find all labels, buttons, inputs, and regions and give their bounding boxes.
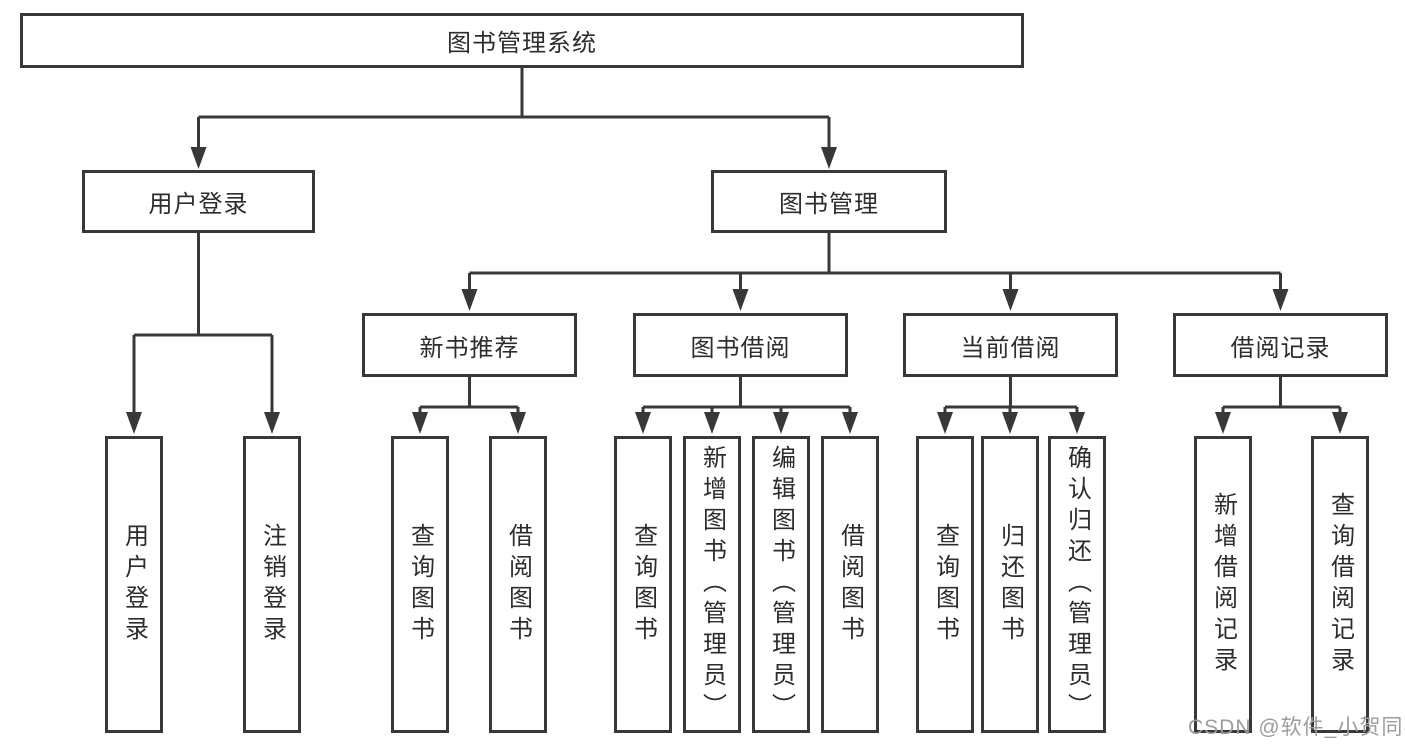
node-book-management: 图书管理: [711, 170, 947, 233]
leaf-add-borrow-record: 新增借阅记录: [1194, 436, 1252, 733]
node-user-login: 用户登录: [82, 170, 315, 233]
node-book-borrowing: 图书借阅: [633, 313, 848, 377]
connector-user-login-children: [132, 233, 274, 413]
leaf-query-books-borrow: 查询图书: [614, 436, 672, 733]
arrowhead-leaf-confirm-return-admin: [1069, 412, 1085, 434]
arrowhead-borrowing-records: [1272, 289, 1289, 311]
arrowhead-book-management: [821, 147, 837, 169]
node-current-borrowing: 当前借阅: [903, 313, 1118, 377]
node-new-book-recommendation: 新书推荐: [362, 313, 577, 377]
connector-borrowing-records-children: [1221, 377, 1342, 413]
arrowhead-leaf-borrow-books-borrow: [842, 412, 858, 434]
leaf-borrow-books-recommend: 借阅图书: [489, 436, 547, 733]
leaf-query-books-recommend: 查询图书: [391, 436, 449, 733]
connector-current-borrowing-children: [943, 377, 1079, 413]
arrowhead-leaf-logout: [264, 412, 280, 434]
csdn-watermark: CSDN @软件_小贺同学: [1188, 716, 1405, 739]
leaf-logout: 注销登录: [243, 436, 301, 733]
arrowhead-book-borrowing: [732, 289, 749, 311]
connector-book-management-children: [468, 233, 1282, 290]
leaf-user-login: 用户登录: [105, 436, 163, 733]
arrowhead-leaf-add-book-admin: [704, 412, 720, 434]
leaf-query-borrow-record: 查询借阅记录: [1311, 436, 1369, 733]
leaf-add-book-admin: 新增图书（管理员）: [683, 436, 741, 733]
leaf-return-books: 归还图书: [981, 436, 1039, 733]
node-borrowing-records: 借阅记录: [1173, 313, 1388, 377]
arrowhead-leaf-query-books-current: [937, 412, 953, 434]
arrowhead-user-login: [190, 147, 207, 169]
arrowhead-leaf-borrow-books-recommend: [510, 412, 526, 434]
leaf-query-books-current: 查询图书: [916, 436, 974, 733]
connector-new-book-recommendation-children: [418, 377, 520, 413]
arrowhead-leaf-edit-book-admin: [773, 412, 789, 434]
arrowhead-new-book-recommendation: [461, 289, 478, 311]
node-library-management-system: 图书管理系统: [20, 13, 1024, 68]
connector-root-to-level1: [197, 68, 831, 149]
arrowhead-current-borrowing: [1002, 289, 1019, 311]
arrowhead-leaf-add-borrow-record: [1215, 412, 1231, 434]
connector-book-borrowing-children: [641, 377, 852, 413]
leaf-borrow-books-borrow: 借阅图书: [821, 436, 879, 733]
arrowhead-leaf-query-books-borrow: [635, 412, 651, 434]
arrowhead-leaf-return-books: [1002, 412, 1018, 434]
arrowhead-leaf-query-books-recommend: [412, 412, 428, 434]
arrowhead-leaf-user-login: [126, 412, 142, 434]
leaf-confirm-return-admin: 确认归还（管理员）: [1048, 436, 1106, 733]
leaf-edit-book-admin: 编辑图书（管理员）: [752, 436, 810, 733]
arrowhead-leaf-query-borrow-record: [1332, 412, 1348, 434]
